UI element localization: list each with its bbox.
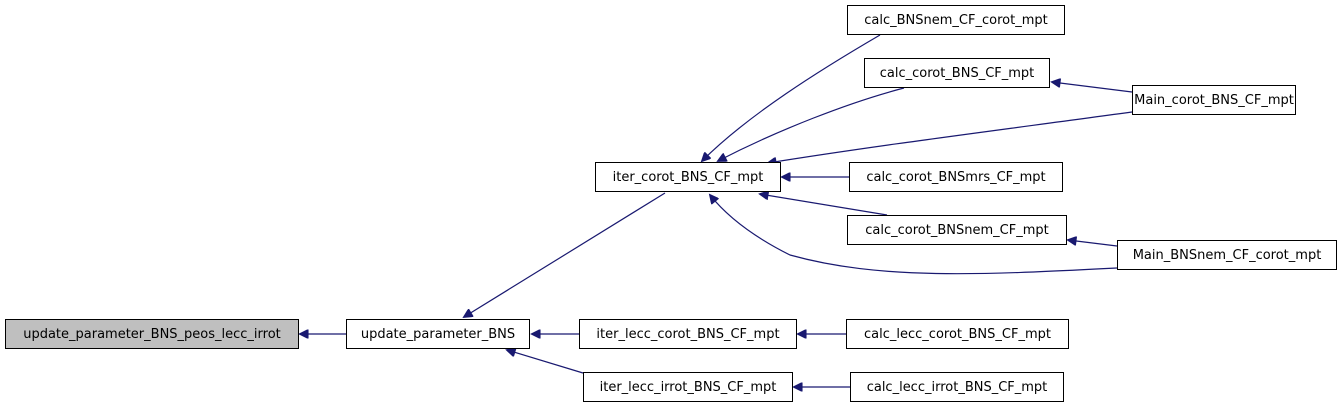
edge-n3-to-n2 [702, 34, 881, 161]
edge-n2-to-n1 [464, 192, 666, 317]
graph-node-calc-lecc-corot-bns-cf-mpt[interactable]: calc_lecc_corot_BNS_CF_mpt [846, 319, 1069, 349]
edge-n5-to-n2 [768, 111, 1133, 163]
graph-node-calc-corot-bnsnem-cf-mpt[interactable]: calc_corot_BNSnem_CF_mpt [847, 215, 1067, 245]
graph-node-update-parameter-bns[interactable]: update_parameter_BNS [346, 319, 530, 349]
graph-node-main-corot-bns-cf-mpt[interactable]: Main_corot_BNS_CF_mpt [1132, 85, 1296, 115]
graph-node-main-bnsnem-cf-corot-mpt[interactable]: Main_BNSnem_CF_corot_mpt [1117, 240, 1337, 270]
graph-node-iter-corot-bns-cf-mpt[interactable]: iter_corot_BNS_CF_mpt [595, 162, 781, 192]
edge-n7-to-n2 [760, 194, 888, 216]
graph-node-calc-corot-bnsmrs-cf-mpt[interactable]: calc_corot_BNSmrs_CF_mpt [849, 162, 1063, 192]
edge-n11-to-n1 [507, 350, 584, 374]
graph-node-iter-lecc-corot-bns-cf-mpt[interactable]: iter_lecc_corot_BNS_CF_mpt [579, 319, 797, 349]
edge-n8-to-n7 [1068, 240, 1118, 247]
graph-node-calc-lecc-irrot-bns-cf-mpt[interactable]: calc_lecc_irrot_BNS_CF_mpt [850, 372, 1064, 402]
edge-n4-to-n2 [718, 87, 905, 161]
edge-n8-to-n2 [710, 195, 1118, 275]
edge-n5-to-n4 [1052, 82, 1133, 93]
graph-node-update-parameter-bns-peos-lecc-irrot: update_parameter_BNS_peos_lecc_irrot [5, 319, 299, 349]
graph-node-calc-corot-bns-cf-mpt[interactable]: calc_corot_BNS_CF_mpt [864, 58, 1050, 88]
graph-node-iter-lecc-irrot-bns-cf-mpt[interactable]: iter_lecc_irrot_BNS_CF_mpt [583, 372, 793, 402]
graph-node-calc-bnsnem-cf-corot-mpt[interactable]: calc_BNSnem_CF_corot_mpt [847, 5, 1065, 35]
graph-edges [300, 34, 1133, 387]
